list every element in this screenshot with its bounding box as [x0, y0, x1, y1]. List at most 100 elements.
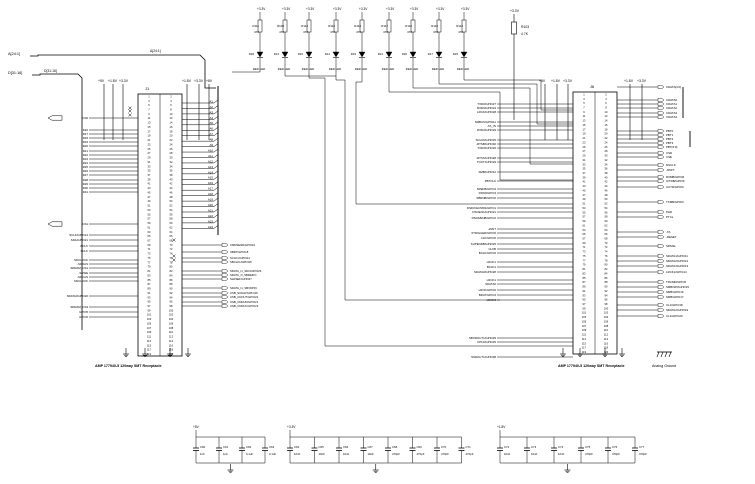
j6-right-flag: [657, 280, 665, 284]
j1-pin-even: 86: [170, 278, 173, 282]
led-diode-triangle: [358, 51, 366, 58]
j6-pin-odd: 17: [583, 127, 586, 131]
j6-left-net-label: TOUT/GPIO29: [477, 160, 496, 164]
j6-pin-odd: 35: [583, 167, 586, 171]
led-route-wires: [232, 65, 573, 347]
j6-pin-odd: 33: [583, 162, 586, 166]
cap-ref: C73: [531, 445, 537, 449]
led-diode-triangle: [435, 51, 443, 58]
j1-pin-even: 84: [170, 273, 173, 277]
j6-right-flag: [657, 137, 665, 141]
j6-left-net-label: SBUDOUT1/GPIO29: [469, 336, 496, 340]
j1-pin-even: 104: [169, 317, 174, 321]
j6-pin-odd: 99: [583, 306, 586, 310]
j1-pin-odd: 95: [148, 300, 151, 304]
j1-pin-even: 72: [170, 247, 173, 251]
j6-pin-even: 40: [605, 175, 608, 179]
j6-left-net-label: LRCK1: [487, 260, 497, 264]
j1-pin-even: 40: [170, 177, 173, 181]
connector-j1-ref: J1: [145, 86, 150, 91]
cap-ref: C61: [223, 445, 229, 449]
j6-right-net-label: CDATA3: [666, 111, 677, 115]
j1-bus-entry: [213, 127, 219, 131]
j1-stub-net-label: SBRT/GPIO18: [230, 250, 249, 254]
j1-pin-odd: 15: [148, 125, 151, 129]
j1-pin-odd: 71: [148, 247, 151, 251]
j1-pin-odd: 47: [148, 195, 151, 199]
j6-left-net-label: SSDOUT1/GPIO38: [471, 355, 496, 359]
route-wire: [335, 65, 500, 301]
j1-rail-label-8v: +8V: [206, 79, 213, 83]
j6-right-flag: [657, 295, 665, 299]
j1-stub-flag: [221, 304, 229, 308]
j1-pin-odd: 83: [148, 273, 151, 277]
j6-pin-even: 32: [605, 158, 608, 162]
j6-pin-odd: 107: [582, 324, 587, 328]
j6-pin-odd: 75: [583, 254, 586, 258]
j1-pin-even: 26: [170, 147, 173, 151]
j6-left-net-label: SMBUS/GPIO11: [475, 120, 497, 124]
j1-pin-even: 96: [170, 300, 173, 304]
j6-right-net-label: -RESET: [666, 235, 677, 239]
resistor-ref: R118: [354, 24, 361, 28]
j6-pin-even: 116: [604, 341, 609, 345]
j6-pin-even: 56: [605, 210, 608, 214]
j1-pin-odd: 89: [148, 287, 151, 291]
j1-right-net-label: A23: [208, 219, 214, 223]
j1-stub-flag: [221, 250, 229, 254]
j6-pin-even: 102: [604, 311, 609, 315]
j1-pin-even: 58: [170, 217, 173, 221]
j6-right-net-label: PBT0: [666, 129, 674, 133]
j6-left-net-label: LRCK/GPIO0: [479, 288, 497, 292]
led-rail-label: +3.3V: [333, 7, 342, 11]
j1-right-net-label: A15: [208, 176, 214, 180]
j6-pin-even: 18: [605, 127, 608, 131]
j1-left-net-label: SDA/GPIO21: [71, 238, 89, 242]
led-ref: D15: [453, 52, 459, 56]
j1-pin-odd: 25: [148, 147, 151, 151]
j1-pin-even: 102: [169, 313, 174, 317]
j1-bus-entry: [213, 225, 219, 229]
j1-left-net-label: D29: [83, 182, 89, 186]
j1-pin-odd: 65: [148, 234, 151, 238]
j6-pin-odd: 41: [583, 180, 586, 184]
j1-pin-even: 20: [170, 134, 173, 138]
j1-stub-net-label: USB_SCDAV/GPIO19: [230, 291, 258, 295]
j1-pin-odd: 115: [147, 343, 152, 347]
j6-right-flag: [657, 235, 665, 239]
j1-pin-odd: 79: [148, 265, 151, 269]
resistor-value: 470: [279, 30, 284, 34]
led-label: RED LED: [278, 67, 291, 71]
j6-pin-even: 94: [605, 293, 608, 297]
j1-right-net-label: A4: [209, 116, 213, 120]
j6-right-net-label: CDATA2: [666, 106, 677, 110]
cap-rail-label: +1.8V: [497, 425, 506, 429]
j1-bus-entry: [213, 148, 219, 153]
no-connect-mark: [128, 109, 132, 113]
j1-pin-even: 64: [170, 230, 173, 234]
j1-left-net-label: -SDCAS: [77, 275, 88, 279]
j6-pin-even: 44: [605, 184, 608, 188]
j6-pin-even: 8: [605, 106, 607, 110]
j1-stub-net-label: SDATA_I1_SDO/GPIO26: [230, 269, 262, 273]
j6-pin-odd: 113: [582, 337, 587, 341]
cap-value: 470pF: [585, 452, 593, 456]
j1-stub-flag: [221, 286, 229, 290]
j1-pin-even: 62: [170, 225, 173, 229]
j6-right-flag: [657, 168, 665, 172]
j6-right-net-label: -RSFT: [666, 168, 675, 172]
cap-ref: C67: [368, 445, 374, 449]
route-wire: [388, 65, 573, 181]
j6-right-flag: [657, 133, 665, 137]
cap-ref: C72: [504, 445, 510, 449]
j1-stub-flag: [221, 300, 229, 304]
j1-right-net-label: A19: [208, 198, 214, 202]
j6-pin-even: 14: [605, 119, 608, 123]
j6-pin-odd: 55: [583, 210, 586, 214]
j6-pin-even: 62: [605, 223, 608, 227]
no-connect-mark: [128, 113, 132, 117]
j6-right-flag: [657, 85, 665, 89]
j6-left-net-label: -WAIT: [488, 227, 496, 231]
